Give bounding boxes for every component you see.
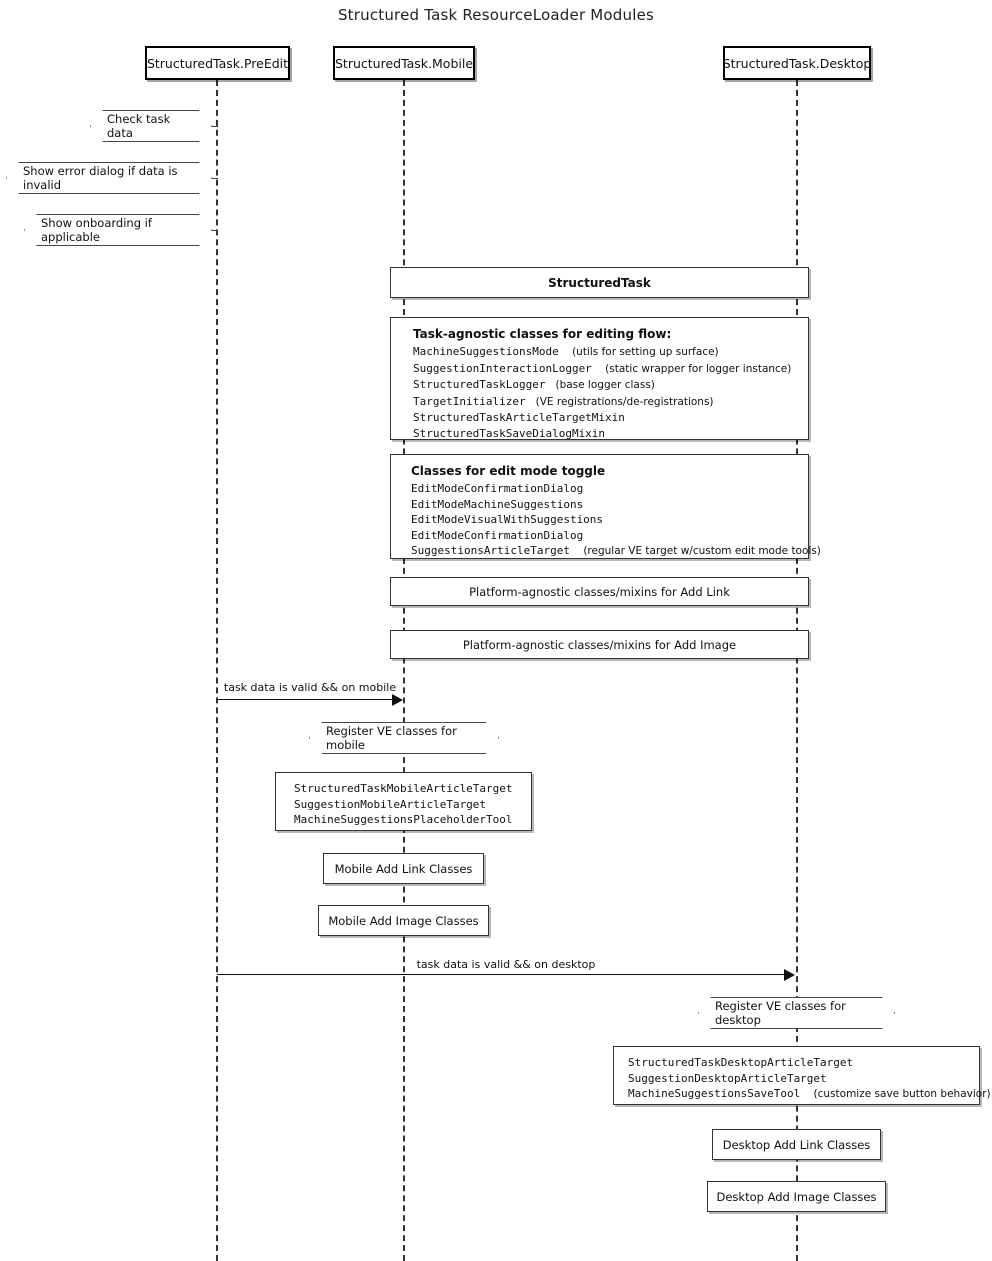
- box-add-link-shared[interactable]: Platform-agnostic classes/mixins for Add…: [390, 577, 809, 606]
- class-line: EditModeConfirmationDialog: [411, 528, 584, 542]
- box-add-image-shared[interactable]: Platform-agnostic classes/mixins for Add…: [390, 630, 809, 659]
- note-stub-2: [212, 178, 218, 179]
- class-line: StructuredTaskDesktopArticleTarget: [628, 1056, 854, 1069]
- class-line: SuggestionDesktopArticleTarget: [628, 1071, 827, 1085]
- class-line: StructuredTaskArticleTargetMixin: [413, 411, 625, 424]
- box-add-image-shared-label: Platform-agnostic classes/mixins for Add…: [462, 637, 737, 652]
- box-edit-mode-toggle-classes[interactable]: Classes for edit mode toggle EditModeCon…: [390, 454, 821, 559]
- lifeline-preedit: [216, 80, 218, 1261]
- class-line: EditModeMachineSuggestions: [411, 497, 584, 511]
- box-structured-task[interactable]: StructuredTask: [390, 267, 809, 298]
- message-arrowhead-desktop: [784, 969, 795, 981]
- note-show-error-dialog-label: Show error dialog if data is invalid: [23, 164, 178, 192]
- box-desktop-add-link[interactable]: Desktop Add Link Classes: [712, 1129, 881, 1160]
- box-mobile-add-link[interactable]: Mobile Add Link Classes: [323, 853, 484, 884]
- box-task-agnostic-header: Task-agnostic classes for editing flow:: [413, 327, 672, 341]
- class-line: MachineSuggestionsPlaceholderTool: [294, 813, 513, 826]
- note-show-onboarding[interactable]: Show onboarding if applicable: [24, 214, 212, 246]
- page-title: Structured Task ResourceLoader Modules: [337, 6, 655, 24]
- box-desktop-add-image[interactable]: Desktop Add Image Classes: [707, 1181, 886, 1212]
- lifeline-mobile: [403, 80, 405, 1261]
- message-label-mobile: task data is valid && on mobile: [223, 681, 397, 694]
- box-mobile-targets[interactable]: StructuredTaskMobileArticleTarget Sugges…: [275, 772, 532, 831]
- participant-preedit-label: StructuredTask.PreEdit: [146, 55, 289, 71]
- class-line: StructuredTaskSaveDialogMixin: [413, 426, 606, 440]
- class-line: EditModeConfirmationDialog: [411, 482, 584, 495]
- participant-preedit[interactable]: StructuredTask.PreEdit: [145, 46, 290, 80]
- note-show-onboarding-label: Show onboarding if applicable: [41, 216, 152, 244]
- note-stub-1: [212, 126, 218, 127]
- box-desktop-add-image-label: Desktop Add Image Classes: [716, 1189, 877, 1204]
- box-structured-task-label: StructuredTask: [548, 275, 651, 290]
- message-label-desktop: task data is valid && on desktop: [416, 958, 596, 971]
- class-line: MachineSuggestionsMode (utils for settin…: [413, 345, 719, 358]
- note-stub-3: [212, 230, 218, 231]
- message-arrow-desktop: [217, 974, 789, 975]
- message-arrowhead-mobile: [392, 694, 403, 706]
- class-line: SuggestionMobileArticleTarget: [294, 797, 487, 811]
- box-mobile-add-link-label: Mobile Add Link Classes: [334, 861, 473, 876]
- class-line: StructuredTaskLogger (base logger class): [413, 378, 655, 391]
- participant-desktop-label: StructuredTask.Desktop: [722, 55, 872, 71]
- participant-mobile-label: StructuredTask.Mobile: [334, 55, 474, 71]
- note-register-ve-mobile[interactable]: Register VE classes for mobile: [309, 722, 499, 754]
- box-mobile-add-image-label: Mobile Add Image Classes: [328, 913, 479, 928]
- note-check-task-data[interactable]: Check task data: [90, 110, 212, 142]
- note-register-ve-desktop[interactable]: Register VE classes for desktop: [698, 997, 895, 1029]
- box-add-link-shared-label: Platform-agnostic classes/mixins for Add…: [469, 584, 730, 599]
- participant-mobile[interactable]: StructuredTask.Mobile: [333, 46, 475, 80]
- class-line: SuggestionInteractionLogger (static wrap…: [413, 361, 792, 375]
- box-desktop-add-link-label: Desktop Add Link Classes: [722, 1137, 871, 1152]
- box-task-agnostic-classes[interactable]: Task-agnostic classes for editing flow: …: [390, 317, 809, 440]
- class-line: EditModeVisualWithSuggestions: [411, 513, 604, 526]
- note-show-error-dialog[interactable]: Show error dialog if data is invalid: [6, 162, 212, 194]
- box-desktop-targets[interactable]: StructuredTaskDesktopArticleTarget Sugge…: [613, 1046, 991, 1105]
- lifeline-desktop: [796, 80, 798, 1261]
- class-line: MachineSuggestionsSaveTool (customize sa…: [628, 1087, 991, 1100]
- note-check-task-data-label: Check task data: [107, 112, 171, 140]
- class-line: TargetInitializer (VE registrations/de-r…: [413, 394, 714, 408]
- participant-desktop[interactable]: StructuredTask.Desktop: [723, 46, 871, 80]
- class-line: SuggestionsArticleTarget (regular VE tar…: [411, 544, 821, 557]
- box-mobile-add-image[interactable]: Mobile Add Image Classes: [318, 905, 489, 936]
- box-edit-mode-header: Classes for edit mode toggle: [411, 464, 606, 478]
- note-register-ve-desktop-label: Register VE classes for desktop: [715, 999, 846, 1027]
- note-register-ve-mobile-label: Register VE classes for mobile: [326, 724, 457, 752]
- class-line: StructuredTaskMobileArticleTarget: [294, 782, 513, 795]
- message-arrow-mobile: [217, 699, 397, 700]
